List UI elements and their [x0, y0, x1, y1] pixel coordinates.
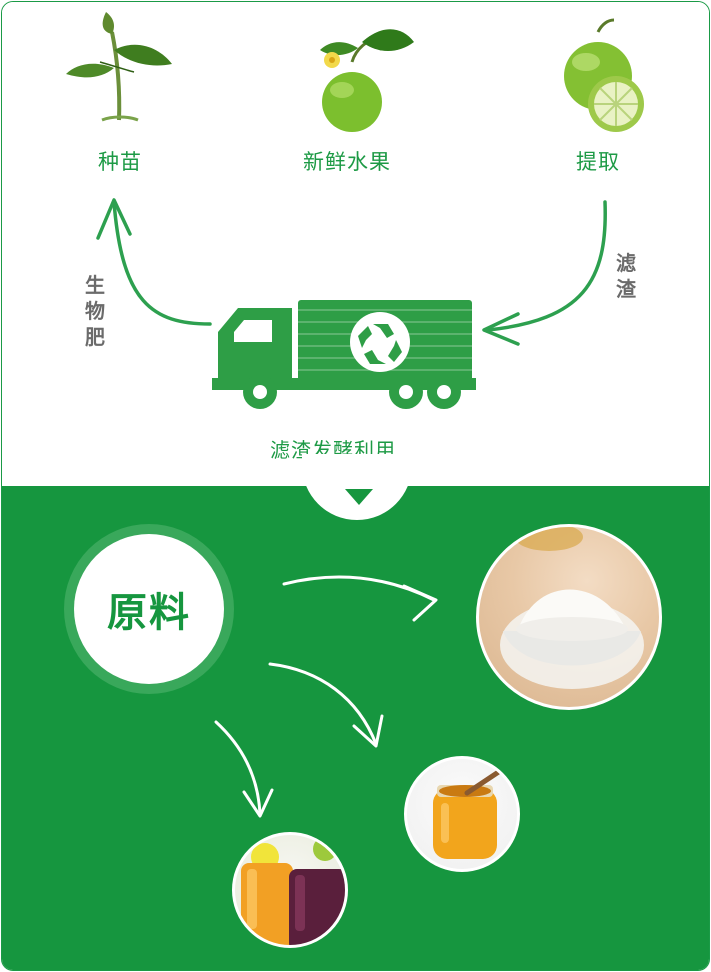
side-label-residue: 滤渣 [616, 251, 636, 301]
powder-bowl-photo [476, 524, 662, 710]
node-label-seedling: 种苗 [98, 150, 142, 174]
arrow-to-juice [214, 720, 262, 816]
seedling-icon [66, 12, 172, 122]
node-label-extraction: 提取 [576, 150, 620, 174]
node-label-fresh-fruit: 新鲜水果 [303, 150, 391, 174]
recycle-icon [358, 324, 402, 364]
honey-jar-photo [404, 756, 520, 872]
process-cycle-section: 种苗 新鲜水果 提取 生物肥 滤渣 [2, 2, 709, 486]
cycle-arrows [96, 198, 607, 346]
juice-glasses-photo [232, 832, 348, 948]
arrow-to-truck [486, 200, 607, 332]
raw-material-label: 原料 [107, 590, 191, 636]
down-triangle-icon [345, 489, 373, 505]
recycling-truck-icon [212, 300, 476, 409]
side-label-biofertilizer: 生物肥 [85, 273, 105, 349]
sliced-lime-icon [564, 18, 644, 132]
arrow-to-seedling [112, 200, 212, 326]
lime-fruit-icon [320, 29, 414, 132]
raw-material-badge: 原料 [74, 534, 224, 684]
arrow-head-seedling [96, 198, 132, 240]
arrow-head-truck [482, 312, 520, 346]
arrow-to-honey [268, 662, 378, 746]
